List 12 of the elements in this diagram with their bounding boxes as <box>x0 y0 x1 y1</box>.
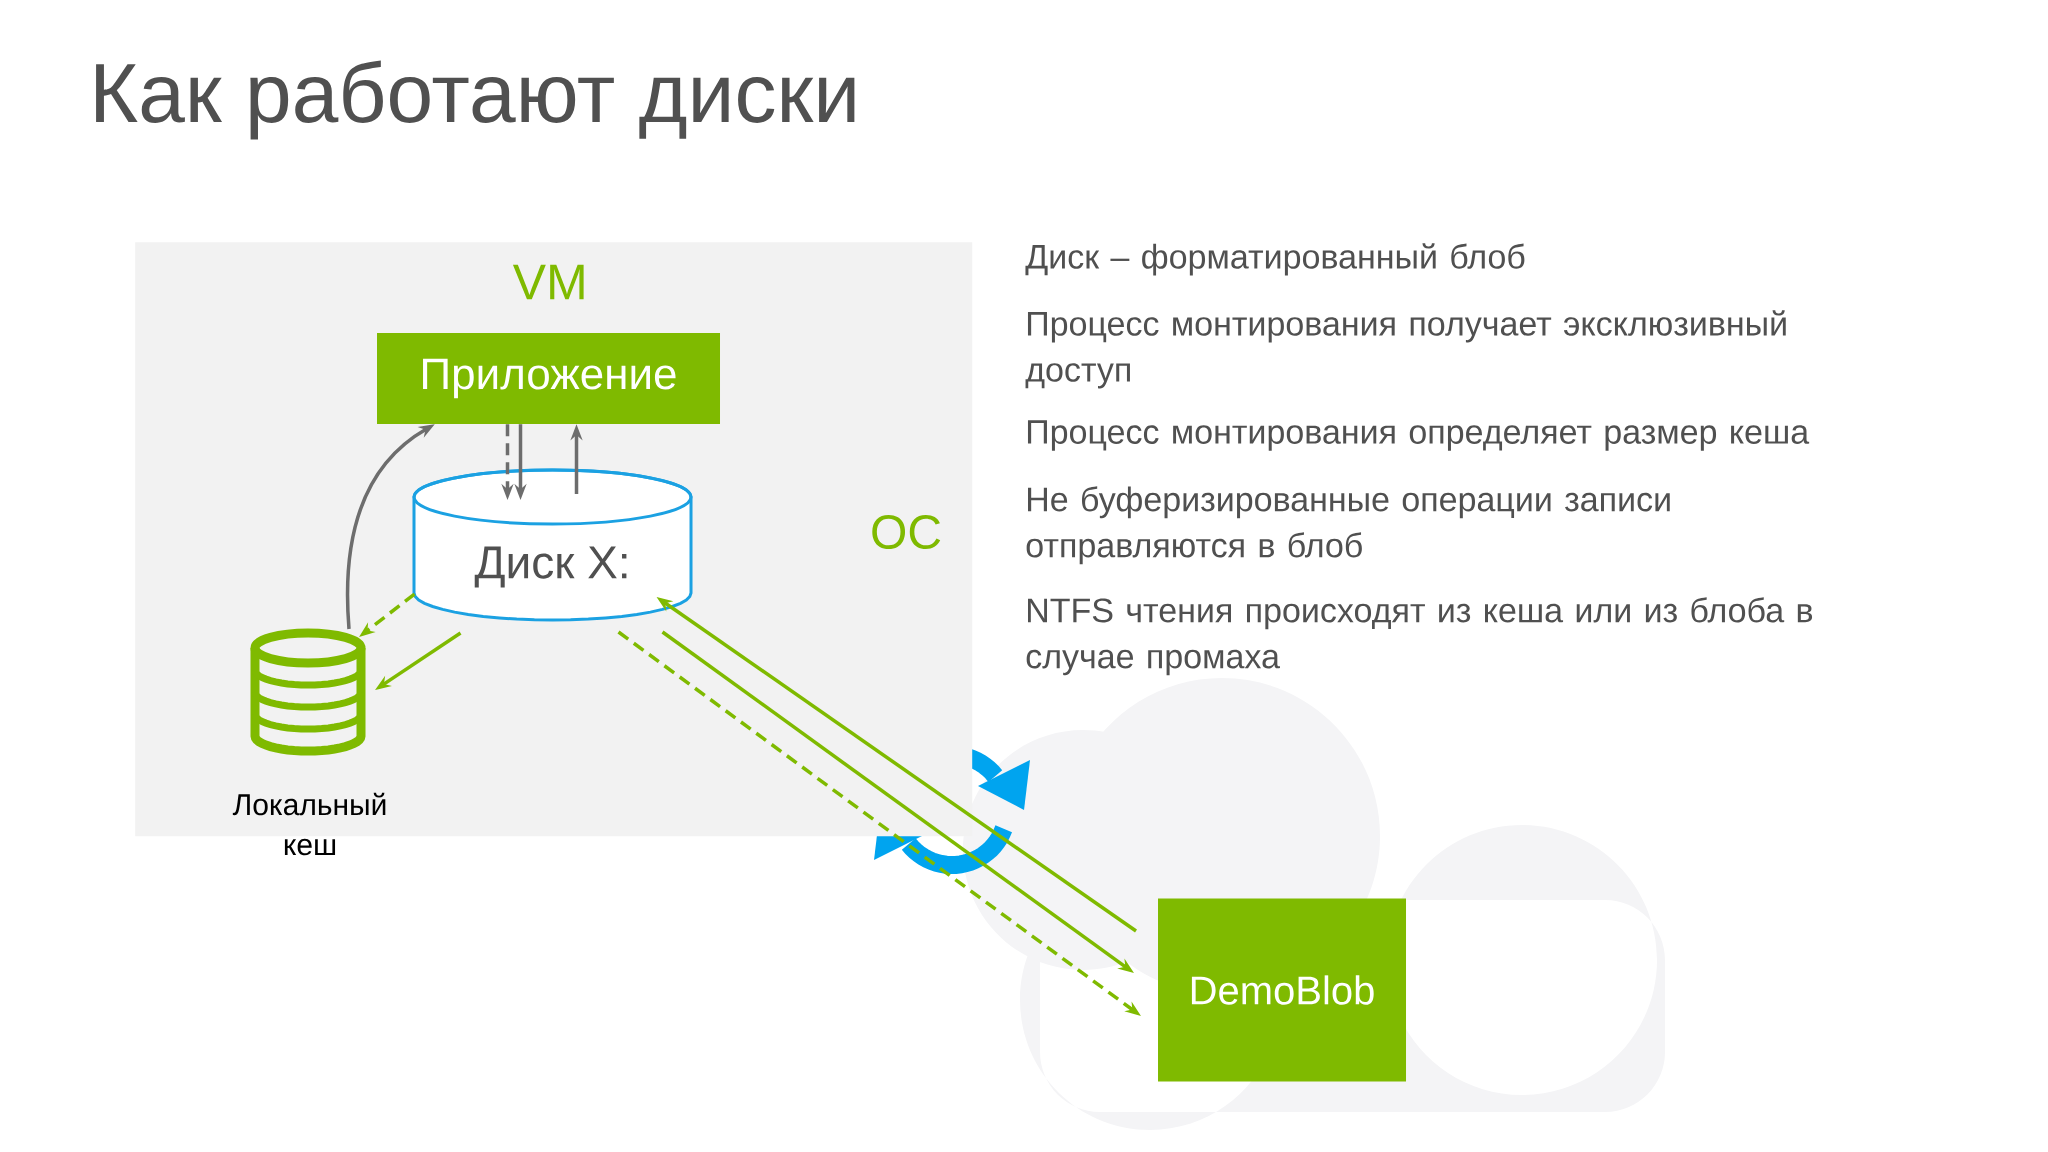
slide-title: Как работают диски <box>96 60 855 140</box>
bullet-text: Процесс монтирования определяет размер кеша <box>1027 420 1810 451</box>
database-icon <box>250 628 366 756</box>
bullet-text: Процесс монтирования получает эксклюзивный доступ <box>1025 310 1786 389</box>
os-label: ОС <box>872 515 941 549</box>
app-box: Приложение <box>377 333 720 424</box>
bullet-text: NTFS чтения происходят из кеша или из блоба в случае промаха <box>1026 597 1813 676</box>
icon-caption: Локальный кеш <box>232 792 386 856</box>
blob-box: DemoBlob <box>1158 898 1406 1082</box>
bullet-text: Диск – форматированный блоб <box>1025 243 1525 276</box>
disk-cylinder: Диск X: <box>412 468 693 622</box>
bullet-text: Не буферизированные операции записи отправляются в блоб <box>1026 486 1670 565</box>
